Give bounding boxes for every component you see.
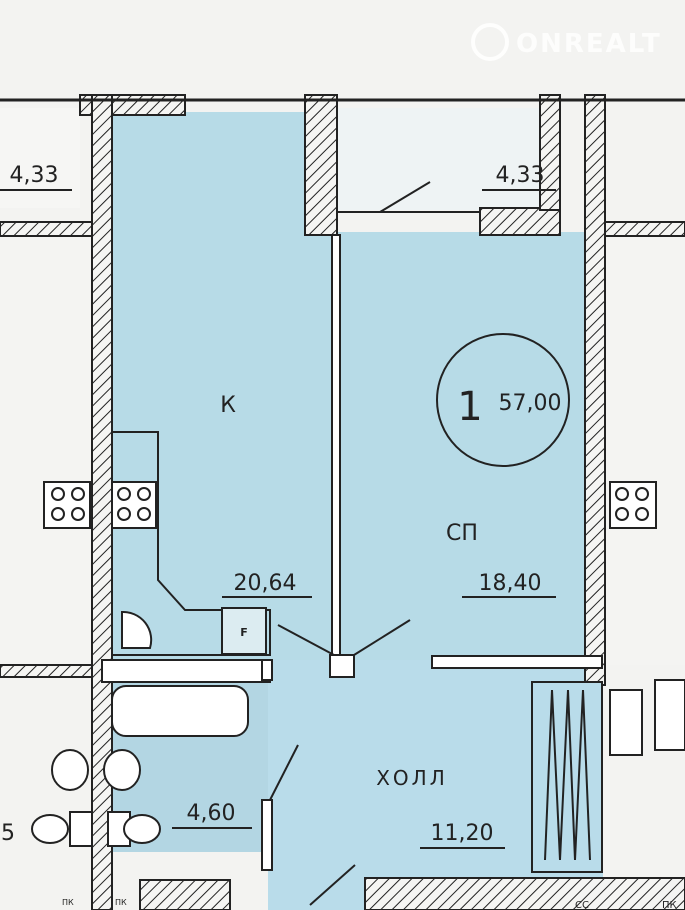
bottom-mark-3: СС — [575, 900, 589, 910]
kitchen-area: 20,64 — [234, 571, 297, 596]
bottom-mark-1: ПК — [62, 898, 74, 907]
neighbor-balcony — [0, 108, 80, 208]
neighbor-left-room — [0, 235, 92, 665]
wardrobe-zigzag — [544, 689, 591, 861]
living-room — [338, 232, 586, 662]
bathroom-area: 4,60 — [187, 801, 236, 826]
balcony-area: 4,33 — [496, 163, 545, 188]
watermark-brand: ONREALT — [516, 29, 662, 59]
total-area: 57,00 — [499, 391, 562, 416]
bottom-mark-4: ПК — [662, 900, 677, 910]
neighbor-partial-label: 5 — [1, 821, 15, 846]
bottom-mark-2: ПК — [115, 898, 127, 907]
fridge-box — [221, 607, 267, 655]
hall-name: ХОЛЛ — [376, 766, 448, 790]
living-name: СП — [446, 521, 478, 546]
neighbor-right-room — [605, 235, 685, 665]
kitchen-counter — [111, 431, 271, 656]
door-swings — [269, 181, 480, 906]
bathroom-fixtures — [31, 679, 685, 847]
apartment-badge-circle — [436, 333, 570, 467]
watermark: ONREALT — [471, 23, 662, 61]
rooms-count: 1 — [457, 384, 482, 430]
neighbor-balcony-area: 4,33 — [10, 163, 59, 188]
balcony-room — [336, 108, 560, 210]
neighbor-kitchen — [43, 481, 657, 529]
area-underlines — [0, 189, 556, 849]
hall-area: 11,20 — [431, 821, 494, 846]
kitchen-name: К — [220, 393, 236, 418]
watermark-logo-icon — [471, 23, 509, 61]
living-area: 18,40 — [479, 571, 542, 596]
fridge-mark: F — [240, 626, 248, 639]
kitchen-room — [112, 112, 334, 662]
walls — [0, 94, 685, 910]
